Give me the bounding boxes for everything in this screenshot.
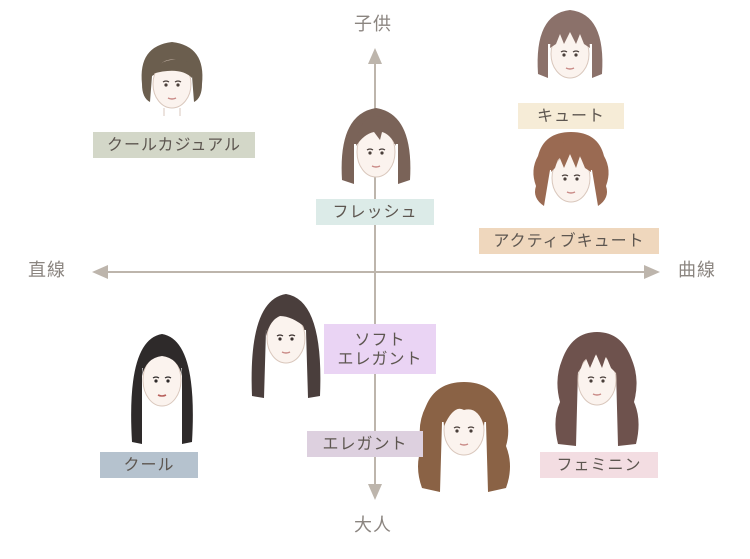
label-elegant: エレガント [307,431,423,457]
label-fresh-text: フレッシュ [332,202,418,222]
label-active-cute: アクティブキュート [479,228,659,254]
label-soft-elegant-line1: ソフト [354,329,406,349]
label-fresh: フレッシュ [316,199,434,225]
label-elegant-text: エレガント [322,434,408,454]
axis-label-bottom: 大人 [354,515,392,536]
face-fresh [341,108,411,184]
label-active-cute-text: アクティブキュート [493,231,645,251]
axis-label-left: 直線 [28,260,66,281]
label-cute-text: キュート [536,106,605,126]
arrow-left-icon [92,265,108,279]
label-cool-text: クール [123,455,175,475]
face-feminine [555,332,639,446]
face-cool-casual [141,42,203,116]
face-elegant [418,382,510,492]
label-cute: キュート [518,103,624,129]
label-feminine: フェミニン [540,452,658,478]
face-active-cute [533,132,609,206]
arrow-right-icon [644,265,660,279]
arrow-up-icon [368,48,382,64]
face-cool [131,334,193,444]
arrow-down-icon [368,484,382,500]
axis-label-top: 子供 [354,14,392,35]
axis-label-right: 曲線 [678,260,716,281]
label-cool-casual-text: クールカジュアル [107,135,241,155]
label-soft-elegant-line2: エレガント [337,349,423,368]
face-soft-elegant [251,294,321,398]
label-cool-casual: クールカジュアル [93,132,255,158]
label-soft-elegant: ソフト エレガント [324,324,436,374]
label-feminine-text: フェミニン [556,455,642,475]
label-cool: クール [100,452,198,478]
face-cute [537,10,603,79]
